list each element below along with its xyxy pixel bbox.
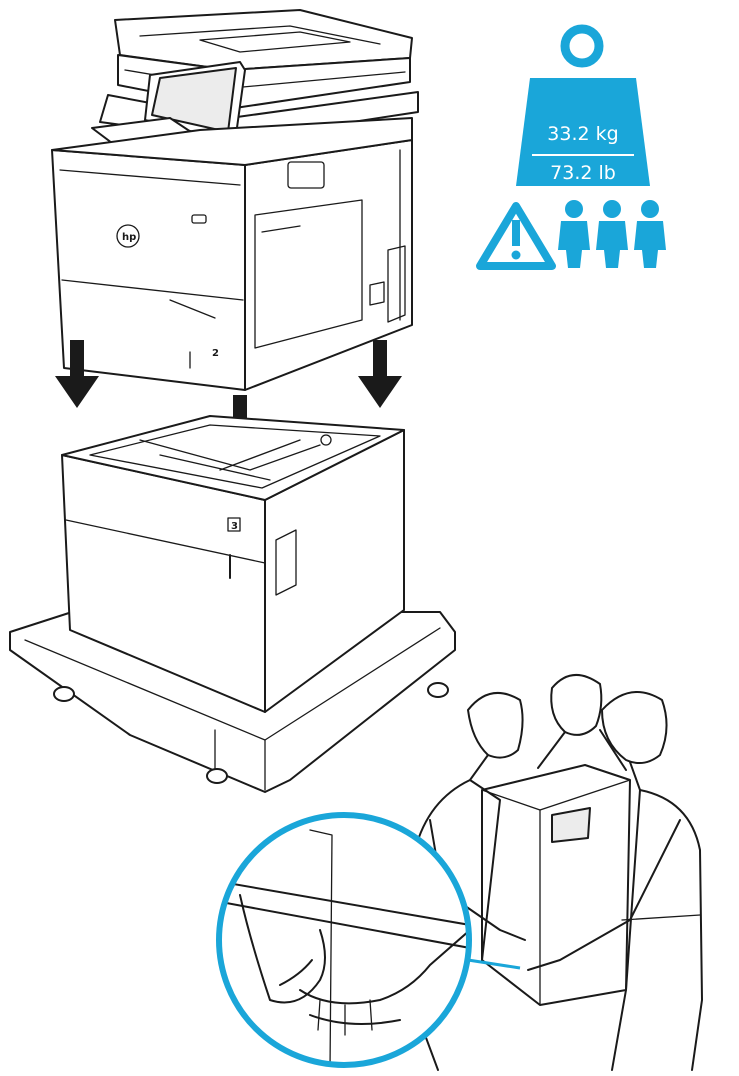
warning-icon [480, 206, 552, 266]
person-icon [596, 200, 628, 268]
tray-3-label: 3 [231, 521, 238, 532]
tray-2-label: 2 [212, 348, 219, 359]
head-middle [551, 675, 601, 735]
weight-warning: 33.2 kg 73.2 lb [480, 29, 666, 268]
person-icon [558, 200, 590, 268]
carried-printer [482, 765, 630, 1005]
people-lifting-printer [412, 675, 702, 1070]
person-icon [634, 200, 666, 268]
head-left [468, 693, 523, 758]
weight-kg: 33.2 kg [547, 123, 618, 145]
carried-printer-panel [552, 808, 590, 842]
printer: hp 2 [52, 10, 418, 390]
caster-wheel [428, 683, 448, 697]
caster-wheel [54, 687, 74, 701]
weight-icon: 33.2 kg 73.2 lb [516, 29, 650, 186]
arrow-down-right [358, 340, 402, 408]
hand-grip-callout [210, 815, 470, 1070]
head-right [602, 692, 667, 763]
person-middle [538, 675, 626, 770]
caster-wheel [207, 769, 227, 783]
weight-lb: 73.2 lb [550, 162, 616, 184]
hp-logo-text: hp [122, 232, 136, 243]
paper-feeder-stand: 3 [10, 416, 455, 792]
